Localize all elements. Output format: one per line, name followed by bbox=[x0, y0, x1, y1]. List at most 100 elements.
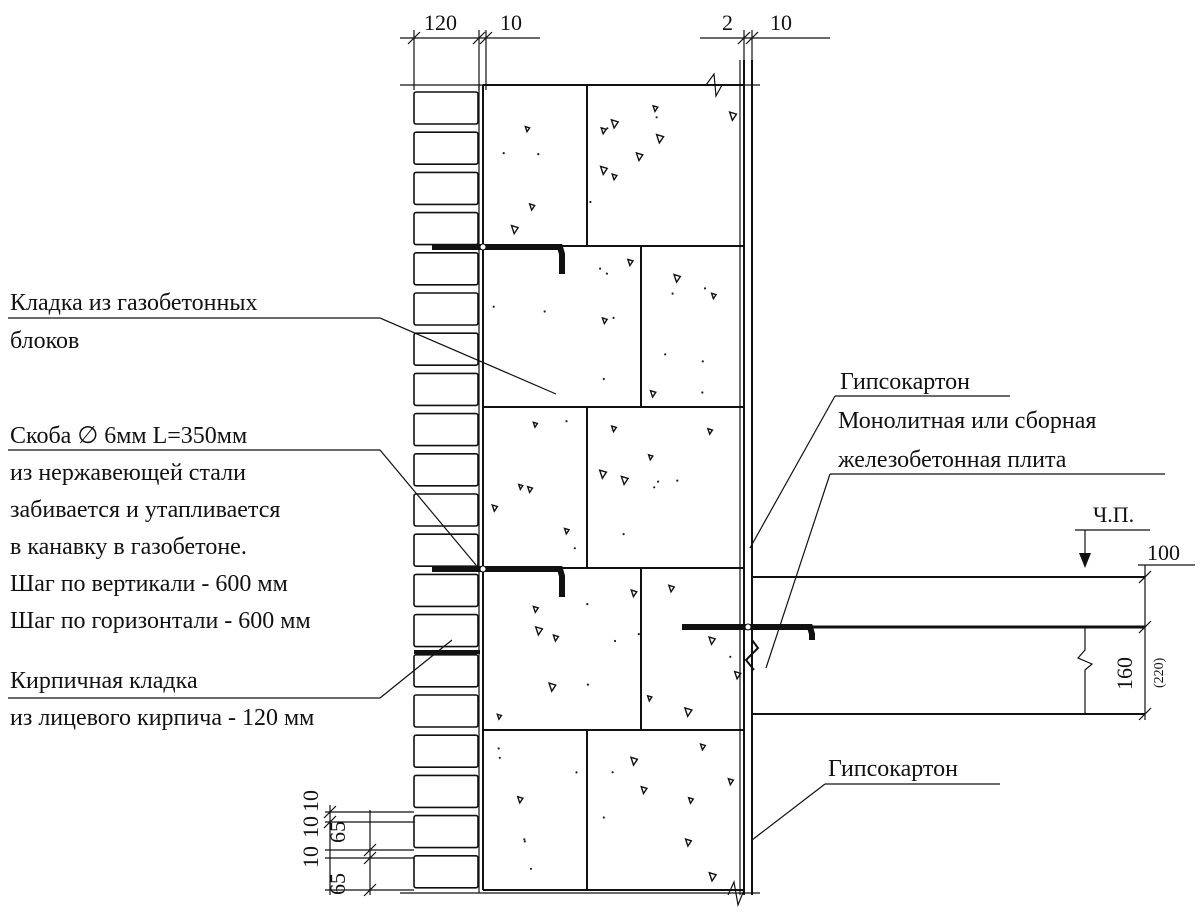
aggregate-dot bbox=[565, 420, 568, 423]
aggregate-mark bbox=[710, 292, 718, 301]
aggregate-dot bbox=[523, 840, 526, 843]
aggregate-dot bbox=[589, 200, 592, 204]
aggregate-dot bbox=[575, 771, 578, 774]
aggregate-dot bbox=[701, 391, 704, 394]
aggregate-mark bbox=[684, 838, 693, 848]
aggregate-mark bbox=[672, 273, 682, 284]
aggregate-mark bbox=[598, 469, 608, 480]
brick bbox=[413, 171, 479, 206]
aggregate-dot bbox=[606, 127, 609, 130]
aggregate-dot bbox=[492, 305, 495, 308]
dim-joint-10c: 10 bbox=[298, 790, 323, 812]
dim-brick-65b: 65 bbox=[325, 873, 350, 895]
brick bbox=[413, 734, 479, 769]
aggregate-mark bbox=[534, 625, 544, 637]
brick-masonry-line-1: Кирпичная кладка bbox=[10, 668, 198, 694]
bracket-line-3: забивается и утапливается bbox=[10, 497, 280, 523]
aggregate-dot bbox=[498, 756, 501, 759]
aggregate-mark bbox=[651, 104, 659, 114]
aggregate-mark bbox=[727, 777, 735, 787]
aggregate-mark bbox=[491, 503, 499, 513]
aggregate-dot bbox=[537, 153, 540, 156]
brick bbox=[413, 211, 479, 246]
aggregate-dot bbox=[655, 116, 658, 119]
brick bbox=[413, 332, 479, 367]
aggregate-mark bbox=[706, 427, 714, 436]
dim-slab-160: 160 bbox=[1112, 657, 1137, 690]
dim-brick-65a: 65 bbox=[325, 821, 350, 843]
label-drywall-top: Гипсокартон bbox=[840, 369, 970, 395]
aggregate-dot bbox=[586, 603, 589, 606]
dim-joint-10a: 10 bbox=[298, 816, 323, 838]
aggregate-mark bbox=[707, 635, 717, 646]
stainless-bracket-upper bbox=[432, 243, 565, 274]
aggregate-dot bbox=[653, 486, 656, 489]
aggregate-mark bbox=[620, 475, 630, 487]
aggregate-mark bbox=[528, 202, 536, 212]
aggregate-mark bbox=[646, 694, 653, 703]
dim-brick-120: 120 bbox=[424, 10, 457, 35]
aggregate-dot bbox=[611, 771, 614, 774]
dim-slab-offset-100: 100 bbox=[1147, 540, 1180, 565]
brick bbox=[413, 573, 479, 608]
brick bbox=[413, 292, 479, 326]
facing-brick-layer bbox=[413, 85, 480, 893]
label-drywall-bottom: Гипсокартон bbox=[828, 756, 958, 782]
brick bbox=[413, 694, 479, 728]
slab-anchor-bracket bbox=[682, 623, 815, 640]
course-dimension-chain: 10 10 65 65 10 bbox=[298, 790, 414, 897]
slab-dimension-chain: Ч.П. 100 160 (220) bbox=[1075, 502, 1195, 721]
brick bbox=[413, 653, 479, 688]
aggregate-dot bbox=[602, 377, 605, 381]
aggregate-dot bbox=[729, 655, 732, 658]
brick bbox=[413, 252, 479, 286]
aggregate-mark bbox=[635, 151, 644, 163]
aggregate-dot bbox=[497, 747, 500, 750]
brick bbox=[413, 533, 479, 568]
concrete-hatch bbox=[491, 104, 742, 883]
aggregate-mark bbox=[626, 258, 635, 268]
aggregate-mark bbox=[552, 634, 560, 643]
aggregate-dot bbox=[613, 639, 617, 643]
dim-slab-220: (220) bbox=[1152, 657, 1167, 688]
aggregate-mark bbox=[630, 589, 638, 599]
bracket-line-6: Шаг по горизонтали - 600 мм bbox=[10, 608, 311, 634]
aggregate-mark bbox=[708, 871, 718, 883]
aggregate-dot bbox=[657, 480, 660, 483]
top-dimension-chain: 120 10 2 10 bbox=[400, 10, 830, 90]
slab-line-1: Монолитная или сборная bbox=[838, 408, 1096, 434]
brick bbox=[413, 814, 479, 849]
gypsum-board bbox=[739, 60, 753, 895]
aggregate-mark bbox=[516, 795, 524, 805]
aggregate-mark bbox=[600, 126, 608, 136]
label-bracket: Скоба ∅ 6мм L=350мм из нержавеющей стали… bbox=[10, 423, 311, 634]
aggregate-dot bbox=[612, 316, 615, 319]
aggregate-mark bbox=[547, 682, 557, 693]
aggregate-dot bbox=[676, 479, 679, 482]
aggregate-dot bbox=[599, 267, 602, 270]
aggregate-mark bbox=[640, 785, 649, 796]
bracket-line-2: из нержавеющей стали bbox=[10, 460, 246, 486]
aggregate-mark bbox=[655, 133, 665, 145]
brick-masonry-line-2: из лицевого кирпича - 120 мм bbox=[10, 705, 314, 731]
concrete-slab bbox=[744, 576, 1145, 715]
aggregate-dot bbox=[573, 547, 576, 550]
dim-joint-10b: 10 bbox=[298, 846, 323, 868]
aggregate-dot bbox=[602, 816, 605, 819]
aggregate-mark bbox=[510, 224, 520, 236]
aggregate-mark bbox=[629, 756, 639, 767]
aggregate-dot bbox=[637, 633, 640, 636]
aerated-masonry-line-1: Кладка из газобетонных bbox=[10, 290, 258, 316]
brick bbox=[413, 131, 479, 165]
brick bbox=[413, 854, 479, 889]
aggregate-mark bbox=[649, 389, 657, 399]
bracket-line-1: Скоба ∅ 6мм L=350мм bbox=[10, 423, 247, 449]
aggregate-mark bbox=[526, 485, 534, 495]
label-brick-masonry: Кирпичная кладка из лицевого кирпича - 1… bbox=[10, 668, 314, 731]
aggregate-mark bbox=[687, 796, 695, 805]
aggregate-mark bbox=[496, 713, 503, 721]
aggregate-mark bbox=[524, 125, 531, 134]
brick bbox=[413, 774, 479, 809]
aggregate-mark bbox=[611, 173, 618, 182]
label-aerated-masonry: Кладка из газобетонных блоков bbox=[10, 290, 258, 354]
